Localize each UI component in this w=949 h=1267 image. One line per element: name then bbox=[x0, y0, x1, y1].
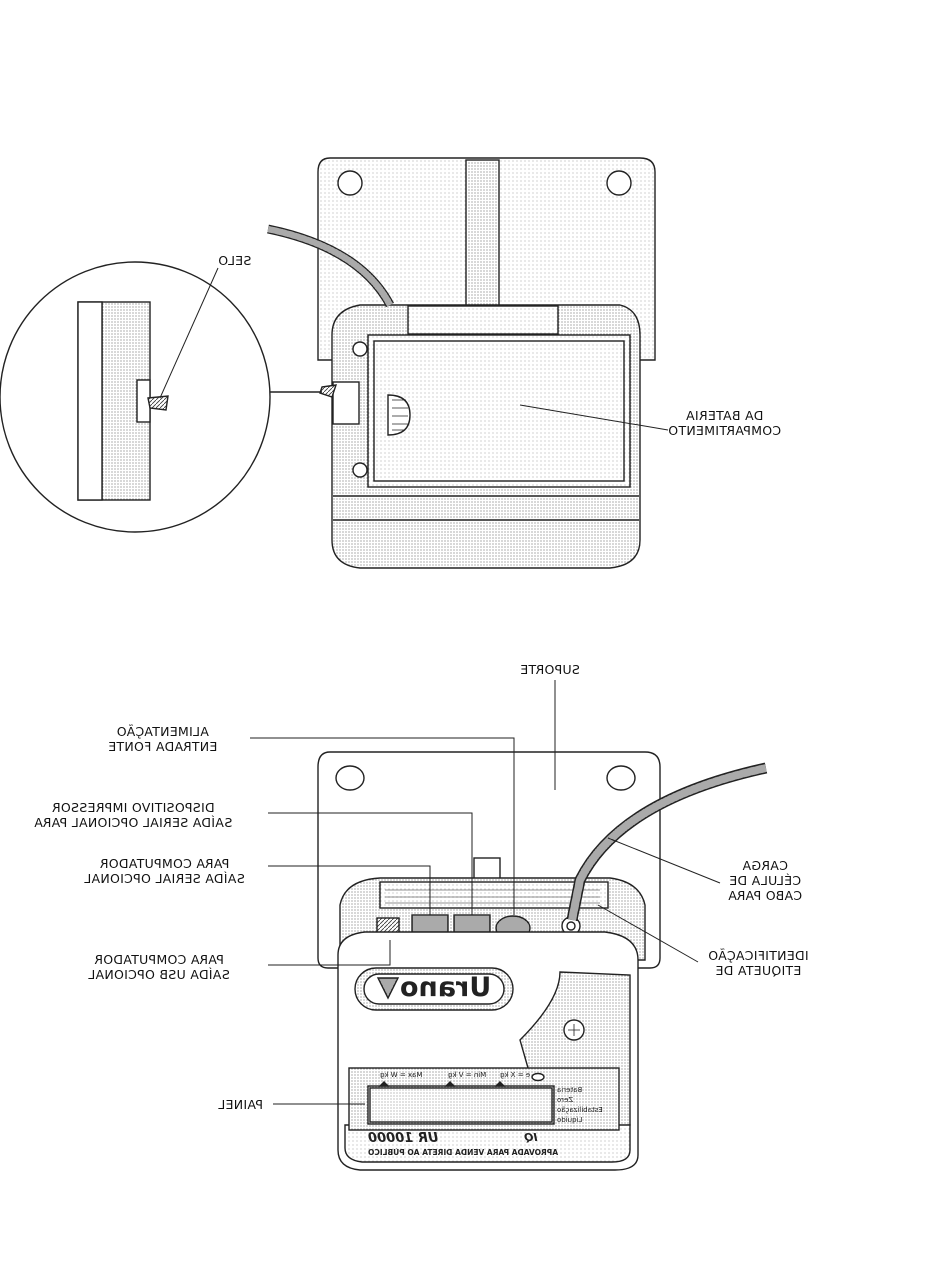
status-liquido: Líquido bbox=[557, 1116, 583, 1124]
status-bateria: Bateria bbox=[557, 1086, 583, 1094]
panel-min-text: Min = V kg bbox=[448, 1071, 487, 1079]
leader-cabo bbox=[607, 837, 721, 884]
top-housing-window bbox=[407, 305, 559, 335]
label-cabo-celula: CARGA CÉLULA DE CABO PARA bbox=[728, 858, 803, 903]
seal-mark bbox=[319, 384, 338, 398]
top-foot-right bbox=[606, 170, 632, 196]
support-post bbox=[473, 857, 501, 881]
label-usb: PARA COMPUTADOR SAÍDA USB OPCIONAL bbox=[88, 952, 230, 982]
battery-screw-bottom bbox=[352, 462, 368, 478]
display-indicators bbox=[378, 1081, 506, 1087]
panel-max-text: Max = W kg bbox=[380, 1071, 423, 1079]
support-foot-right bbox=[606, 765, 636, 791]
battery-lid-inner bbox=[373, 340, 625, 482]
panel-e-text: e = X kg bbox=[500, 1071, 531, 1079]
battery-lid bbox=[367, 334, 631, 488]
support-foot-left bbox=[335, 765, 365, 791]
leader-serial-imp bbox=[268, 812, 473, 915]
top-strut bbox=[465, 159, 500, 311]
logo-mark bbox=[376, 977, 400, 1000]
label-compartimento: DA BATERIA COMPARTIMENTO bbox=[668, 408, 782, 438]
leader-selo bbox=[159, 267, 219, 399]
label-selo: SELO bbox=[218, 253, 252, 268]
seal-tab bbox=[332, 381, 360, 425]
status-zero: Zero bbox=[557, 1096, 574, 1104]
label-painel: PAINEL bbox=[218, 1097, 263, 1112]
top-foot-left bbox=[337, 170, 363, 196]
status-estabilizacao: Estabilização bbox=[557, 1106, 603, 1114]
leader-entrada bbox=[250, 737, 515, 915]
top-device-view bbox=[267, 157, 656, 569]
seal-detail-magnifier bbox=[0, 261, 322, 533]
model-text: UR 10000 bbox=[368, 1131, 439, 1146]
battery-screw-top bbox=[352, 341, 368, 357]
leader-compartimento bbox=[519, 404, 669, 431]
label-suporte: SUPORTE bbox=[520, 662, 580, 677]
leader-lines bbox=[159, 267, 721, 1105]
detail-seal-mark bbox=[147, 395, 169, 411]
front-body-lower-shade bbox=[344, 1124, 631, 1163]
status-led bbox=[531, 1072, 545, 1082]
battery-latch bbox=[387, 394, 411, 436]
brand-logo-text: Urano bbox=[400, 972, 492, 1003]
leader-etiqueta bbox=[597, 904, 699, 963]
bottom-device-view bbox=[317, 751, 768, 1171]
label-serial-computador: PARA COMPUTADOR SAÍDA SERIAL OPCIONAL bbox=[84, 856, 245, 886]
top-housing-lip bbox=[333, 495, 639, 521]
label-serial-impressor: DISPOSITIVO IMPRESSOR SAÍDA SERIAL OPCIO… bbox=[34, 800, 233, 830]
display-window bbox=[367, 1085, 555, 1125]
leader-usb bbox=[268, 940, 391, 966]
approval-text: APROVADA PARA VENDA DIRETA AO PÚBLICO bbox=[368, 1148, 559, 1157]
label-entrada-fonte: ALIMENTAÇÃO ENTRADA FONTE bbox=[108, 724, 218, 754]
id-tag-text: IQ bbox=[524, 1131, 538, 1144]
detail-body-light bbox=[77, 301, 103, 501]
leader-serial-comp bbox=[268, 865, 431, 915]
label-etiqueta: IDENTIFICAÇÃO ETIQUETA DE bbox=[708, 948, 809, 978]
